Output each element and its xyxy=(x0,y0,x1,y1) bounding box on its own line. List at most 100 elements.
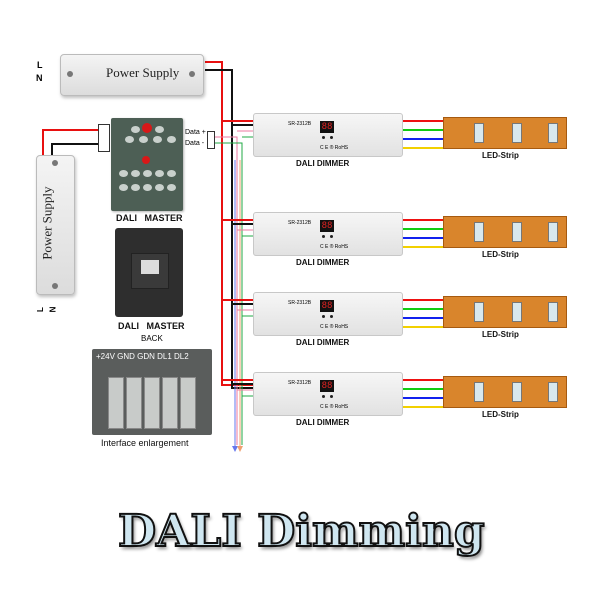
dimmer-model: SR-2312B xyxy=(288,300,312,306)
data-plus-wire xyxy=(210,136,238,445)
interface-terminal xyxy=(144,377,160,429)
led-chip xyxy=(474,123,484,143)
top-psu-l-label: L xyxy=(37,60,43,70)
led-chip xyxy=(548,123,558,143)
led-strip-label: LED-Strip xyxy=(482,330,519,339)
back-connector-housing xyxy=(131,253,169,289)
dimmer-button[interactable] xyxy=(322,395,325,398)
dali-dimmer-label: DALI DIMMER xyxy=(296,258,350,267)
arrow-down-icon xyxy=(237,446,243,452)
dimmer-button[interactable] xyxy=(330,395,333,398)
dimmer-cert: C E ® RoHS xyxy=(320,145,349,151)
interface-caption: Interface enlargement xyxy=(101,438,189,448)
dimmer-button[interactable] xyxy=(330,136,333,139)
top-psu-label: Power Supply xyxy=(106,65,180,80)
master-channel-button[interactable] xyxy=(119,184,128,191)
led-chip xyxy=(474,222,484,242)
interface-terminal xyxy=(126,377,142,429)
dali-dimmer-label: DALI DIMMER xyxy=(296,159,350,168)
data-minus-label: Data - xyxy=(185,140,205,147)
dimmer-button[interactable] xyxy=(322,136,325,139)
dali-dimmer-label: DALI DIMMER xyxy=(296,418,350,427)
dimmer-button[interactable] xyxy=(330,235,333,238)
data-plus-label: Data + xyxy=(185,129,206,136)
dali-dimmer-label: DALI DIMMER xyxy=(296,338,350,347)
led-strip-label: LED-Strip xyxy=(482,250,519,259)
master-scene-button[interactable] xyxy=(167,136,176,143)
led-strip xyxy=(443,216,567,248)
interface-terminal xyxy=(180,377,196,429)
dimmer-button[interactable] xyxy=(330,315,333,318)
back-connector xyxy=(141,260,159,274)
master-scene-button[interactable] xyxy=(153,136,162,143)
master-power-positive-wire xyxy=(42,129,100,157)
master-scene-button[interactable] xyxy=(139,136,148,143)
screw-icon xyxy=(67,71,73,77)
dali-master-back-label: DALI MASTER xyxy=(118,321,185,331)
led-chip xyxy=(548,382,558,402)
master-channel-button[interactable] xyxy=(143,170,152,177)
led-strip xyxy=(443,376,567,408)
screw-icon xyxy=(52,283,58,289)
interface-header: +24V GND GDN DL1 DL2 xyxy=(96,352,189,361)
screw-icon xyxy=(189,71,195,77)
dimmer-model: SR-2312B xyxy=(288,121,312,127)
dimmer-display: 88 xyxy=(320,121,334,133)
led-strip xyxy=(443,296,567,328)
dimmer-display: 88 xyxy=(320,300,334,312)
master-channel-button[interactable] xyxy=(167,184,176,191)
dimmer-button[interactable] xyxy=(322,315,325,318)
master-channel-button[interactable] xyxy=(155,170,164,177)
dimmer-model: SR-2312B xyxy=(288,380,312,386)
dali-dimmer: SR-2312B 88 C E ® RoHS xyxy=(253,212,403,256)
led-chip xyxy=(512,222,522,242)
led-chip xyxy=(512,123,522,143)
page-title: DALI Dimming xyxy=(117,505,486,558)
dali-master-back-sub: BACK xyxy=(141,334,163,343)
led-chip xyxy=(474,302,484,322)
master-channel-button[interactable] xyxy=(143,184,152,191)
master-channel-button[interactable] xyxy=(131,184,140,191)
master-channel-button[interactable] xyxy=(131,170,140,177)
side-psu-n-label: N xyxy=(48,306,58,313)
indicator-led xyxy=(142,156,150,164)
top-power-supply: Power Supply xyxy=(60,54,204,96)
master-channel-button[interactable] xyxy=(119,170,128,177)
top-psu-n-label: N xyxy=(36,73,43,83)
dimmer-cert: C E ® RoHS xyxy=(320,324,349,330)
led-strip xyxy=(443,117,567,149)
dali-dimmer: SR-2312B 88 C E ® RoHS xyxy=(253,113,403,157)
master-scene-button[interactable] xyxy=(131,126,140,133)
dali-dimmer: SR-2312B 88 C E ® RoHS xyxy=(253,292,403,336)
dali-dimmer: SR-2312B 88 C E ® RoHS xyxy=(253,372,403,416)
interface-enlargement-image: +24V GND GDN DL1 DL2 xyxy=(92,349,212,435)
power-negative-wire xyxy=(205,69,255,389)
power-button[interactable] xyxy=(142,123,152,133)
dimmer-cert: C E ® RoHS xyxy=(320,244,349,250)
led-chip xyxy=(548,222,558,242)
master-scene-button[interactable] xyxy=(125,136,134,143)
dimmer-button[interactable] xyxy=(322,235,325,238)
master-channel-button[interactable] xyxy=(167,170,176,177)
dali-master-back-panel xyxy=(115,228,183,317)
led-chip xyxy=(548,302,558,322)
data-minus-wire xyxy=(210,142,243,445)
led-chip xyxy=(512,382,522,402)
led-chip xyxy=(512,302,522,322)
screw-icon xyxy=(52,160,58,166)
side-psu-l-label: L xyxy=(35,307,45,312)
master-scene-button[interactable] xyxy=(155,126,164,133)
arrow-down-icon xyxy=(232,446,238,452)
side-power-supply: Power Supply xyxy=(36,155,75,295)
dimmer-display: 88 xyxy=(320,380,334,392)
master-terminal-block xyxy=(98,124,110,152)
data-terminal-block xyxy=(207,131,215,149)
master-power-negative-wire xyxy=(51,143,100,157)
side-psu-label: Power Supply xyxy=(39,186,55,260)
led-strip-label: LED-Strip xyxy=(482,410,519,419)
interface-terminal xyxy=(108,377,124,429)
dali-master-label: DALI MASTER xyxy=(116,213,183,223)
dimmer-display: 88 xyxy=(320,220,334,232)
master-channel-button[interactable] xyxy=(155,184,164,191)
